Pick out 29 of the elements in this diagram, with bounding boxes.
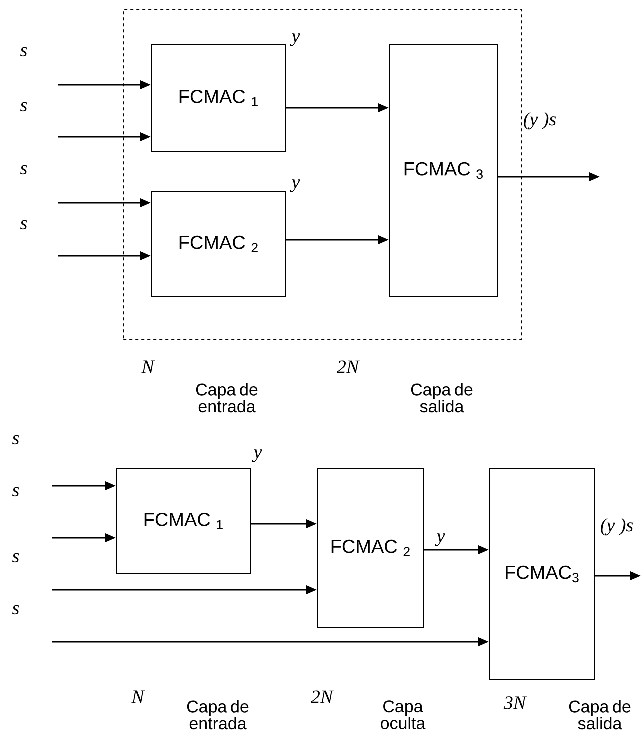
fcmac-block: FCMAC$_{3}$ — [489, 468, 596, 680]
math-symbol: s — [20, 102, 28, 112]
math-symbol: s — [12, 435, 20, 445]
math-symbol: s — [20, 47, 28, 57]
math-symbol: 2N — [336, 360, 360, 374]
layer-label: Capa de salida — [411, 383, 473, 413]
math-symbol: N — [132, 690, 146, 704]
math-symbol: s — [12, 553, 20, 563]
math-symbol: s — [12, 605, 20, 615]
layer-label: Capa de entrada — [187, 700, 249, 730]
math-symbol: N — [142, 360, 156, 374]
fcmac-block: FCMAC $_{1}$ — [151, 44, 286, 152]
fcmac-block: FCMAC $_{1}$ — [116, 468, 252, 574]
math-symbol: 2N — [310, 690, 334, 704]
fcmac-block: FCMAC $_{3}$ — [389, 44, 498, 298]
layer-label: Capa de entrada — [196, 383, 258, 413]
fcmac-block: FCMAC $_{2}$ — [151, 191, 286, 298]
math-symbol: s — [20, 220, 28, 230]
math-symbol: y — [252, 450, 262, 462]
dashed-frame — [123, 9, 522, 340]
math-symbol: y — [435, 534, 446, 546]
math-symbol: y — [290, 180, 300, 192]
layer-label: Capa oculta — [381, 700, 426, 730]
math-symbol: (y )s — [524, 112, 556, 130]
fcmac-block: FCMAC $_{2}$ — [317, 468, 424, 628]
layer-label: Capa de salida — [569, 700, 631, 730]
math-symbol: y — [290, 34, 300, 46]
math-symbol: s — [20, 165, 28, 175]
math-symbol: s — [12, 487, 20, 497]
